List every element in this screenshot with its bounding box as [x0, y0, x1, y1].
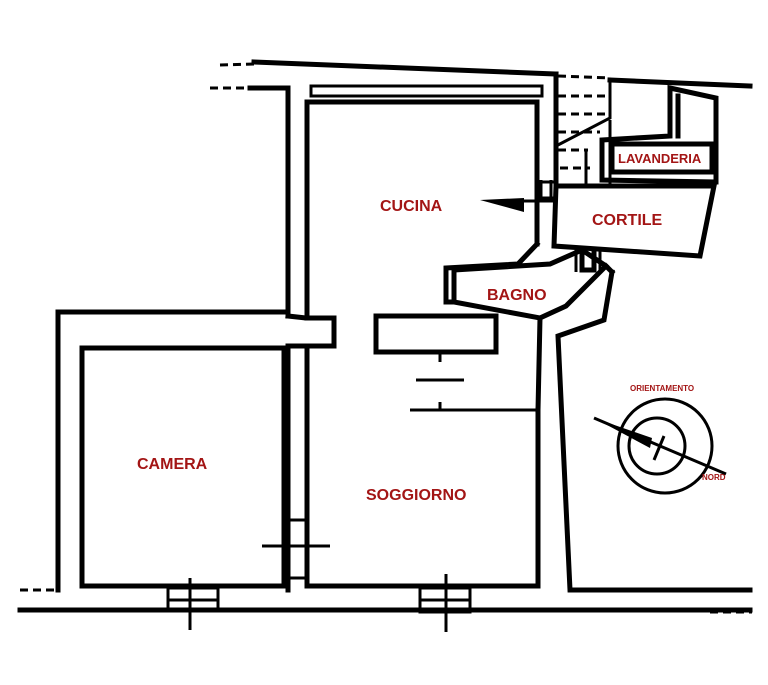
- top-window-strip: [309, 84, 544, 98]
- top-outer-wall: [251, 59, 559, 77]
- bagno-right-wall: [579, 247, 597, 273]
- soggiorno-window: [418, 574, 472, 632]
- room-label-cucina: CUCINA: [380, 198, 443, 215]
- central-partition: [373, 313, 499, 355]
- compass-inner-circle: [627, 416, 687, 476]
- room-label-bagno: BAGNO: [487, 287, 547, 304]
- top-right-wall: [607, 77, 753, 89]
- door-swing-cucina: [480, 198, 524, 212]
- right-courtyard-wall: [555, 269, 753, 593]
- camera-inner-wall: [79, 345, 287, 589]
- left-corridor-wall: [247, 85, 291, 319]
- door-camera-soggiorno: [262, 518, 330, 580]
- compass-north-label: NORD: [702, 473, 726, 482]
- soggiorno-door-header: [410, 402, 540, 412]
- room-label-soggiorno: SOGGIORNO: [366, 487, 466, 504]
- cortile-wall: [551, 183, 718, 259]
- cucina-wall: [304, 99, 540, 185]
- room-label-cortile: CORTILE: [592, 212, 663, 229]
- room-label-camera: CAMERA: [137, 456, 208, 473]
- soggiorno-wall: [304, 343, 541, 589]
- top-left-dashed-wall: [219, 62, 255, 67]
- compass-title: ORIENTAMENTO: [630, 384, 694, 393]
- compass-outer-circle: [616, 397, 714, 495]
- lavanderia-outer-wall: [599, 84, 719, 185]
- camera-window: [166, 578, 220, 630]
- room-label-lavanderia: LAVANDERIA: [618, 151, 702, 166]
- compass-tick: [652, 435, 666, 461]
- passage-wall: [285, 313, 337, 349]
- bagno-diagonal-wall: [535, 262, 610, 413]
- bagno-inner-wall: [451, 299, 543, 321]
- lavanderia-inner-wall: [609, 141, 715, 175]
- compass: ORIENTAMENTO NORD: [593, 384, 727, 495]
- door-cucina-cortile: [539, 180, 556, 200]
- staircase: [555, 74, 612, 186]
- door-bagno: [574, 248, 602, 272]
